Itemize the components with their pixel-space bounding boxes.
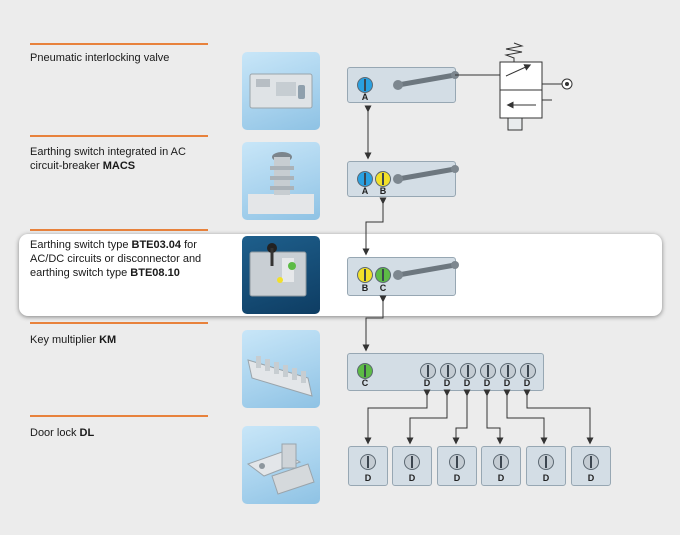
door-lock-unit: D [571,446,611,486]
lock-key-C [357,363,373,379]
lock-label: B [379,186,387,196]
photo-door-lock [242,426,320,504]
lock-key-D [493,454,509,470]
photo-pneumatic-valve [242,52,320,130]
section-divider [30,415,208,417]
lock-key-D [440,363,456,379]
pneumatic-valve-symbol [499,61,563,131]
lock-key-B [375,171,391,187]
lock-key-D [360,454,376,470]
row-label-macs: Earthing switch integrated in AC circuit… [30,146,186,172]
door-lock-unit: D [481,446,521,486]
door-lock-unit: D [348,446,388,486]
door-lock-unit: D [526,446,566,486]
section-divider [30,229,208,231]
row-label-door-lock: Door lock DL [30,427,95,439]
lock-label: D [587,473,595,483]
lock-label: D [503,378,511,388]
lock-key-D [480,363,496,379]
door-lock-unit: D [437,446,477,486]
lock-label: C [361,378,369,388]
lock-label: D [443,378,451,388]
photo-bte-switch [242,236,320,314]
lock-label: D [364,473,372,483]
lock-key-D [520,363,536,379]
lock-label: D [483,378,491,388]
lock-label: B [361,283,369,293]
lock-key-D [583,454,599,470]
photo-key-multiplier [242,330,320,408]
photo-macs-breaker [242,142,320,220]
door-lock-unit: D [392,446,432,486]
section-divider [30,135,208,137]
section-divider [30,43,208,45]
lock-label: C [379,283,387,293]
row-label-key-multiplier: Key multiplier KM [30,334,117,346]
lock-label: D [542,473,550,483]
highlighted-row-panel [19,234,662,316]
lock-key-C [375,267,391,283]
lock-key-D [449,454,465,470]
section-divider [30,322,208,324]
lock-label: D [463,378,471,388]
lock-label: D [453,473,461,483]
lock-label: D [408,473,416,483]
lock-label: A [361,92,369,102]
lock-key-D [460,363,476,379]
row-label-pneumatic-valve: Pneumatic interlocking valve [30,52,170,64]
lock-label: D [423,378,431,388]
lock-label: D [497,473,505,483]
lock-key-B [357,267,373,283]
spring-icon [504,42,524,62]
lock-key-A [357,77,373,93]
outlet-port-icon [561,78,573,90]
lock-key-D [538,454,554,470]
lock-label: A [361,186,369,196]
lock-label: D [523,378,531,388]
lock-key-D [420,363,436,379]
lock-key-D [404,454,420,470]
lock-key-A [357,171,373,187]
lock-key-D [500,363,516,379]
row-label-bte: Earthing switch type BTE03.04 for AC/DC … [30,239,202,279]
key-transfer-D [364,389,594,445]
